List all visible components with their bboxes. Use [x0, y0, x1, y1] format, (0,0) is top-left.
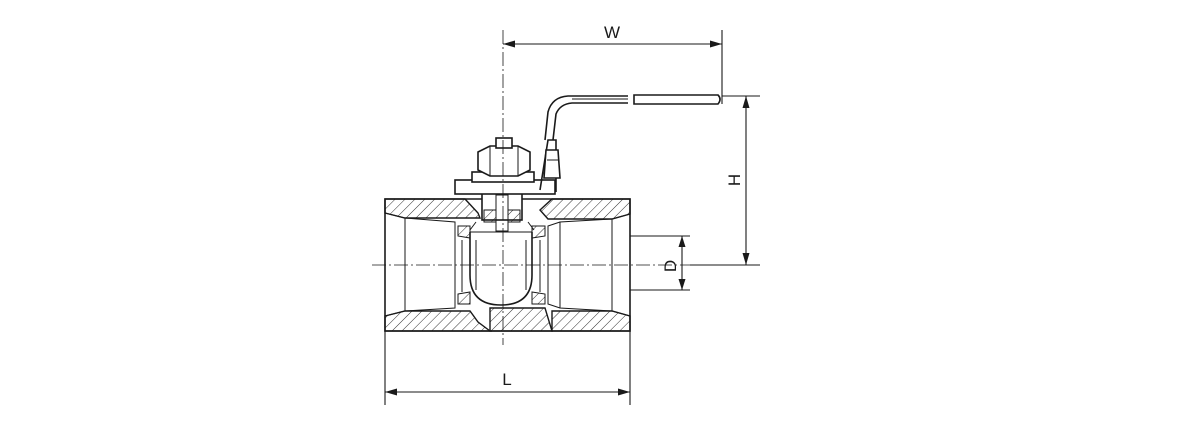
dimension-h-label: H — [725, 174, 744, 186]
dimension-w-label: W — [604, 23, 620, 42]
ball — [461, 231, 541, 306]
body-bottom-wall-right — [551, 310, 631, 332]
left-seat-lower — [457, 291, 471, 305]
body-top-wall-right — [539, 198, 631, 220]
handle-lever — [539, 94, 721, 192]
valve-body — [384, 137, 631, 332]
dimension-l: L — [384, 331, 631, 405]
left-seat — [457, 225, 471, 239]
right-seat-lower — [531, 291, 546, 305]
dimension-l-label: L — [502, 370, 511, 389]
dimension-d-label: D — [661, 260, 680, 272]
body-bottom-wall — [384, 310, 493, 332]
body-top-wall — [384, 198, 482, 219]
hex-nut — [477, 137, 531, 177]
body-bottom-wall-mid — [489, 307, 553, 332]
stem — [469, 189, 535, 232]
dimension-h: H — [690, 95, 760, 266]
dimension-d: D — [630, 235, 690, 291]
right-seat — [531, 225, 546, 239]
dimension-w: W — [503, 23, 723, 104]
